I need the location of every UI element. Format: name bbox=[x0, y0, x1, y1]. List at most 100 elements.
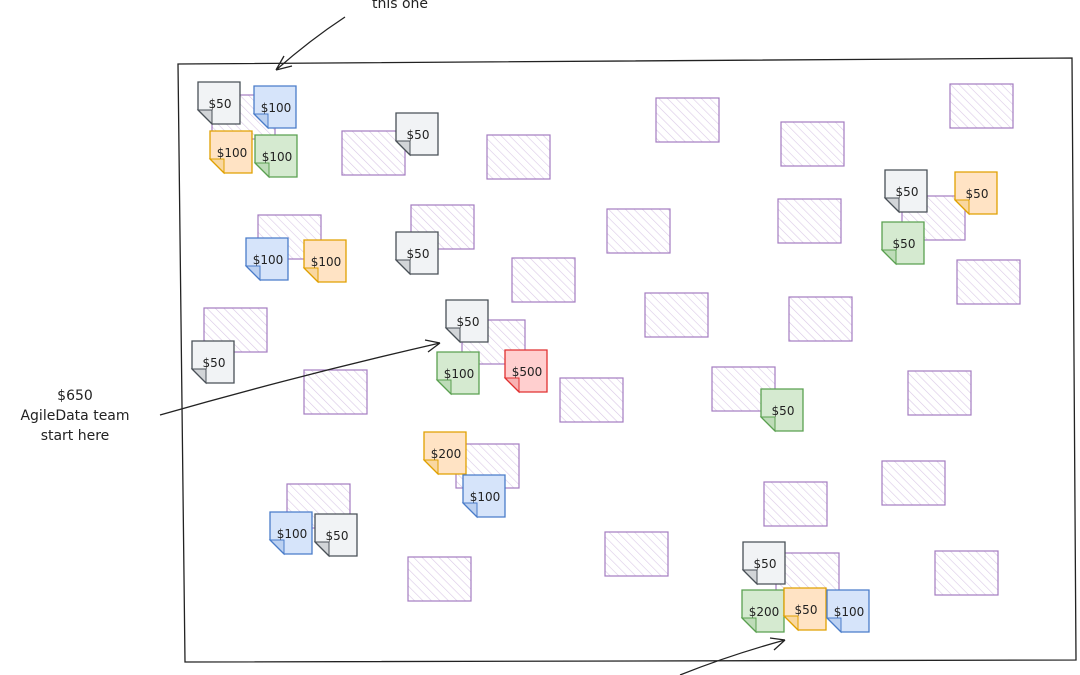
note-amount: $50 bbox=[896, 185, 919, 199]
arrows bbox=[159, 16, 786, 675]
note-fold bbox=[741, 569, 758, 586]
note-amount: $50 bbox=[407, 128, 430, 142]
sticky-note-green[interactable]: $100 bbox=[253, 134, 298, 179]
note-body bbox=[395, 231, 439, 275]
note-body bbox=[742, 541, 786, 585]
note-fold bbox=[883, 197, 900, 214]
note-body bbox=[884, 169, 928, 213]
sticky-note-gray[interactable]: $50 bbox=[196, 81, 241, 126]
note-fold bbox=[196, 109, 213, 126]
note-amount: $100 bbox=[277, 527, 308, 541]
sticky-note-blue[interactable]: $100 bbox=[244, 237, 289, 282]
placeholder-box bbox=[780, 121, 845, 167]
note-amount: $200 bbox=[431, 447, 462, 461]
note-body bbox=[436, 351, 480, 395]
note-fold bbox=[759, 416, 776, 433]
note-amount: $50 bbox=[772, 404, 795, 418]
sticky-note-gray[interactable]: $50 bbox=[394, 231, 439, 276]
note-fold bbox=[244, 265, 261, 282]
sticky-note-blue[interactable]: $100 bbox=[461, 474, 506, 519]
annotation-amount: $650 bbox=[57, 388, 93, 404]
annotation-this-one: this one bbox=[372, 0, 428, 12]
sticky-note-gray[interactable]: $50 bbox=[883, 169, 928, 214]
note-amount: $50 bbox=[209, 97, 232, 111]
sticky-note-orange[interactable]: $50 bbox=[782, 587, 827, 632]
note-fold bbox=[394, 140, 411, 157]
placeholder-box bbox=[655, 97, 720, 143]
note-body bbox=[445, 299, 489, 343]
note-fold bbox=[782, 615, 799, 632]
sticky-note-gray[interactable]: $50 bbox=[741, 541, 786, 586]
placeholder-box bbox=[907, 370, 972, 416]
note-body bbox=[954, 171, 998, 215]
placeholder-box bbox=[788, 296, 853, 342]
note-body bbox=[254, 134, 298, 178]
placeholder-box bbox=[604, 531, 669, 577]
placeholder-box bbox=[644, 292, 709, 338]
note-fold bbox=[825, 617, 842, 634]
note-amount: $100 bbox=[253, 253, 284, 267]
annotation-start: start here bbox=[40, 428, 110, 444]
placeholder-box bbox=[956, 259, 1021, 305]
note-fold bbox=[953, 199, 970, 216]
note-amount: $100 bbox=[311, 255, 342, 269]
sticky-note-gray[interactable]: $50 bbox=[444, 299, 489, 344]
arrow-start-here bbox=[159, 339, 441, 416]
sticky-note-blue[interactable]: $100 bbox=[252, 85, 297, 130]
note-fold bbox=[461, 502, 478, 519]
note-amount: $50 bbox=[457, 315, 480, 329]
placeholder-box bbox=[777, 198, 842, 244]
note-body bbox=[423, 431, 467, 475]
note-fold bbox=[880, 249, 897, 266]
note-body bbox=[197, 81, 241, 125]
note-body bbox=[245, 237, 289, 281]
sticky-note-blue[interactable]: $100 bbox=[268, 511, 313, 556]
sticky-note-green[interactable]: $100 bbox=[435, 351, 480, 396]
note-fold bbox=[444, 327, 461, 344]
note-body bbox=[269, 511, 313, 555]
sticky-note-red[interactable]: $500 bbox=[503, 349, 548, 394]
sticky-note-gray[interactable]: $50 bbox=[313, 513, 358, 558]
note-fold bbox=[252, 113, 269, 130]
note-body bbox=[826, 589, 870, 633]
sticky-note-orange[interactable]: $100 bbox=[208, 130, 253, 175]
note-fold bbox=[268, 539, 285, 556]
annotation-start-here: $650 AgileData team start here bbox=[5, 386, 145, 446]
sticky-note-blue[interactable]: $100 bbox=[825, 589, 870, 634]
sticky-note-green[interactable]: $50 bbox=[880, 221, 925, 266]
note-fold bbox=[253, 162, 270, 179]
note-amount: $50 bbox=[407, 247, 430, 261]
note-body bbox=[191, 340, 235, 384]
sticky-note-green[interactable]: $50 bbox=[759, 388, 804, 433]
sticky-note-orange[interactable]: $100 bbox=[302, 239, 347, 284]
placeholder-box bbox=[486, 134, 551, 180]
placeholder-box bbox=[341, 130, 406, 176]
placeholder-boxes bbox=[203, 83, 1021, 602]
sticky-note-gray[interactable]: $50 bbox=[190, 340, 235, 385]
sticky-note-orange[interactable]: $50 bbox=[953, 171, 998, 216]
note-fold bbox=[740, 617, 757, 634]
placeholder-box bbox=[511, 257, 576, 303]
note-fold bbox=[422, 459, 439, 476]
placeholder-box bbox=[881, 460, 946, 506]
placeholder-box bbox=[949, 83, 1014, 129]
note-amount: $200 bbox=[749, 605, 780, 619]
sticky-notes: $50$100$100$100$50$100$100$50$50$50$50$5… bbox=[190, 81, 998, 634]
note-amount: $50 bbox=[326, 529, 349, 543]
note-body bbox=[741, 589, 785, 633]
sticky-note-green[interactable]: $200 bbox=[740, 589, 785, 634]
note-fold bbox=[313, 541, 330, 558]
sticky-note-orange[interactable]: $200 bbox=[422, 431, 467, 476]
note-amount: $100 bbox=[834, 605, 865, 619]
note-body bbox=[881, 221, 925, 265]
note-body bbox=[253, 85, 297, 129]
placeholder-box bbox=[559, 377, 624, 423]
sticky-note-gray[interactable]: $50 bbox=[394, 112, 439, 157]
note-body bbox=[783, 587, 827, 631]
placeholder-box bbox=[257, 214, 322, 260]
note-fold bbox=[190, 368, 207, 385]
note-body bbox=[760, 388, 804, 432]
note-fold bbox=[302, 267, 319, 284]
placeholder-box bbox=[407, 556, 472, 602]
